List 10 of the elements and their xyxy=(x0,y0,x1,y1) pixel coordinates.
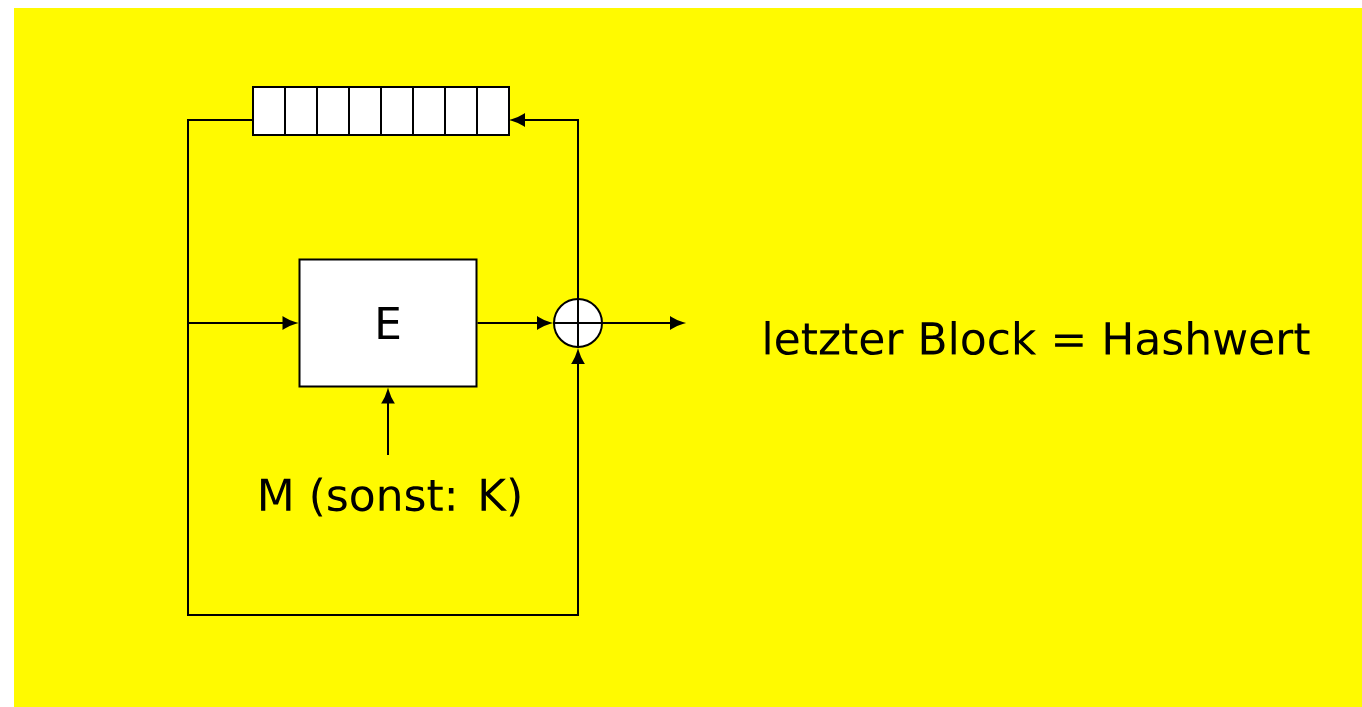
output-label: letzter Block = Hashwert xyxy=(765,320,1310,356)
arrow xyxy=(511,113,579,299)
arrow xyxy=(602,316,684,330)
arrow xyxy=(381,390,395,456)
arrow xyxy=(187,119,585,616)
register-box xyxy=(252,86,510,136)
xor-symbol xyxy=(552,297,604,349)
input-label: M (sonst: K) xyxy=(261,477,520,517)
cipher-box: E xyxy=(298,258,478,388)
arrow xyxy=(476,316,551,330)
